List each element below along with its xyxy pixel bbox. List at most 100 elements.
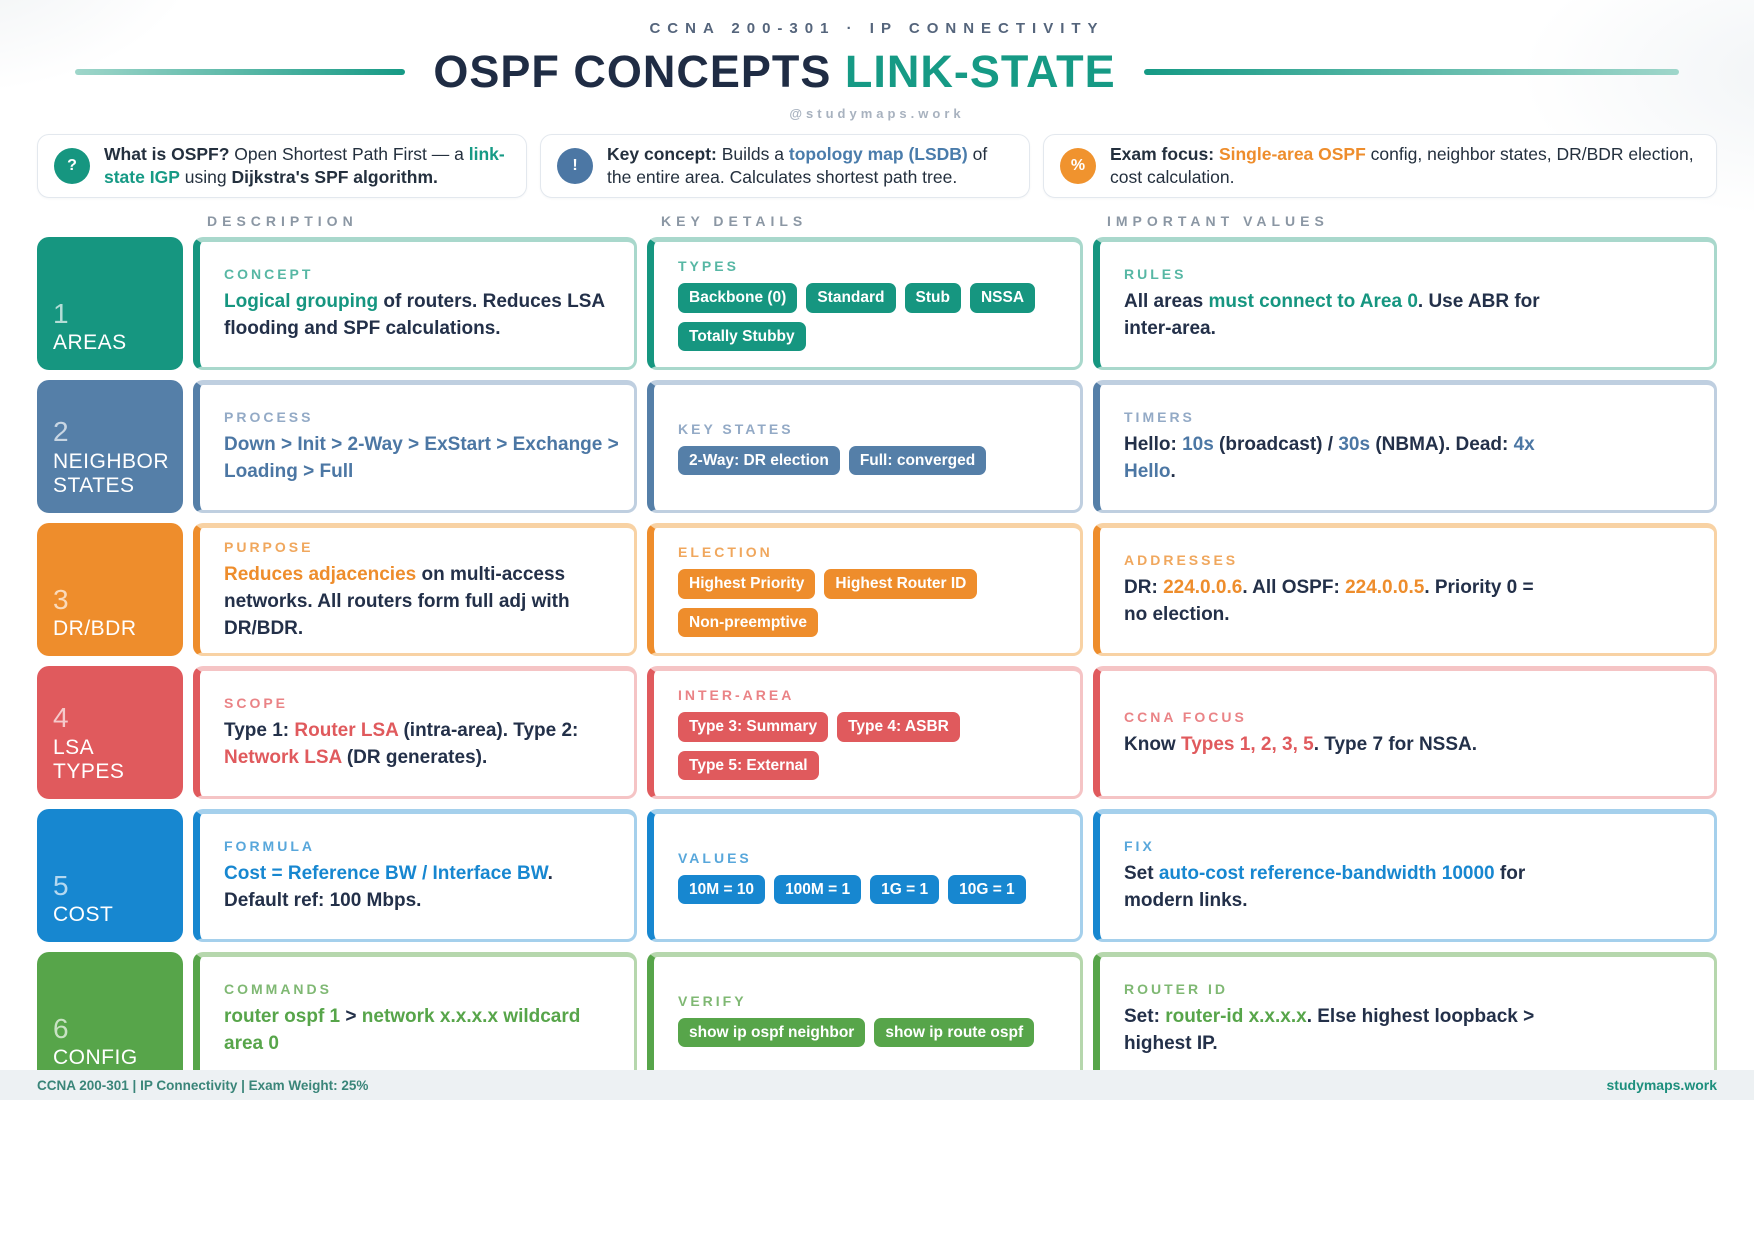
cell-label: PURPOSE [224, 538, 314, 555]
info-box-key-concept: ! Key concept: Builds a topology map (LS… [540, 134, 1030, 199]
badge: NSSA [969, 283, 1036, 313]
badge-list: show ip ospf neighbor show ip route ospf [678, 1017, 1066, 1047]
cell-description: SCOPE Type 1: Router LSA (intra-area). T… [193, 666, 637, 800]
cell-text: Know Types 1, 2, 3, 5. Type 7 for NSSA. [1124, 733, 1478, 755]
cell-label: CONCEPT [224, 266, 314, 283]
cell-description: PURPOSE Reduces adjacencies on multi-acc… [193, 523, 637, 657]
cell-text: Cost = Reference BW / Interface BW. Defa… [224, 863, 553, 912]
cell-text: Reduces adjacencies on multi-access netw… [224, 563, 570, 639]
title-dark: OSPF CONCEPTS [433, 46, 832, 97]
badge: Non-preemptive [678, 607, 818, 638]
cell-label: TIMERS [1124, 409, 1195, 426]
row-number: 2 [53, 415, 69, 447]
title-accent: LINK-STATE [844, 46, 1116, 97]
question-icon: ? [54, 148, 90, 185]
cell-label: FIX [1124, 838, 1155, 855]
cell-label: ROUTER ID [1124, 981, 1228, 998]
badge: show ip ospf neighbor [678, 1017, 866, 1047]
info-box-what-is-ospf: ? What is OSPF? Open Shortest Path First… [37, 134, 527, 199]
cell-important-values: ROUTER ID Set: router-id x.x.x.x. Else h… [1093, 952, 1717, 1086]
badge: Type 3: Summary [678, 712, 829, 742]
cell-key-details: TYPES Backbone (0) Standard Stub NSSA Totall… [647, 237, 1083, 371]
badge: 10M = 10 [678, 874, 766, 904]
row-sidebar: 2 NEIGHBOR STATES [37, 380, 183, 514]
exclamation-icon: ! [557, 148, 593, 185]
cell-key-details: VERIFY show ip ospf neighbor show ip rout… [647, 952, 1083, 1086]
cell-label: RULES [1124, 266, 1187, 283]
row-sidebar: 6 CONFIG [37, 952, 183, 1086]
row-number: 3 [53, 583, 69, 615]
info-text: Key concept: Builds a topology map (LSDB… [607, 144, 988, 188]
cell-important-values: TIMERS Hello: 10s (broadcast) / 30s (NBM… [1093, 380, 1717, 514]
badge: Type 4: ASBR [837, 712, 960, 742]
info-text: Exam focus: Single-area OSPF config, nei… [1110, 144, 1694, 188]
row-number: 6 [53, 1012, 69, 1044]
row-sidebar: 3 DR/BDR [37, 523, 183, 657]
badge-list: 10M = 10 100M = 1 1G = 1 10G = 1 [678, 874, 1066, 904]
badge-list: Type 3: Summary Type 4: ASBR Type 5: Exter… [678, 712, 1066, 781]
cell-label: CCNA FOCUS [1124, 708, 1247, 725]
info-text: What is OSPF? Open Shortest Path First —… [104, 144, 505, 188]
badge: Full: converged [848, 445, 987, 475]
cell-description: CONCEPT Logical grouping of routers. Red… [193, 237, 637, 371]
cell-text: All areas must connect to Area 0. Use AB… [1124, 291, 1540, 340]
cell-text: router ospf 1 > network x.x.x.x wildcard… [224, 1006, 581, 1055]
badge-list: Backbone (0) Standard Stub NSSA Totally Stub… [678, 283, 1066, 352]
cell-label: SCOPE [224, 695, 289, 712]
cell-text: Set: router-id x.x.x.x. Else highest loo… [1124, 1006, 1535, 1055]
cell-label: PROCESS [224, 409, 314, 426]
column-header-key-details: KEY DETAILS [661, 213, 808, 230]
badge: Backbone (0) [678, 283, 798, 313]
row-name: NEIGHBOR STATES [53, 449, 170, 498]
row-name: DR/BDR [53, 617, 137, 641]
cell-label: ELECTION [678, 544, 773, 561]
badge: show ip route ospf [874, 1017, 1035, 1047]
row-sidebar: 4 LSA TYPES [37, 666, 183, 800]
badge: Standard [806, 283, 896, 313]
cell-text: Hello: 10s (broadcast) / 30s (NBMA). Dea… [1124, 434, 1535, 483]
cell-important-values: CCNA FOCUS Know Types 1, 2, 3, 5. Type 7… [1093, 666, 1717, 800]
badge: 100M = 1 [774, 874, 862, 904]
footer-meta: CCNA 200-301 | IP Connectivity | Exam We… [37, 1077, 369, 1093]
column-headers: DESCRIPTION KEY DETAILS IMPORTANT VALUES [37, 213, 1717, 229]
cell-important-values: RULES All areas must connect to Area 0. … [1093, 237, 1717, 371]
column-header-description: DESCRIPTION [207, 213, 358, 230]
cell-label: VERIFY [678, 992, 747, 1009]
cell-text: Logical grouping of routers. Reduces LSA… [224, 291, 605, 340]
cell-text: Down > Init > 2-Way > ExStart > Exchange… [224, 434, 619, 483]
social-handle: @studymaps.work [789, 106, 965, 121]
row-name: COST [53, 903, 114, 927]
info-box-exam-focus: % Exam focus: Single-area OSPF config, n… [1043, 134, 1717, 199]
row-number: 4 [53, 701, 69, 733]
cell-text: Type 1: Router LSA (intra-area). Type 2:… [224, 720, 579, 769]
cell-text: DR: 224.0.0.6. All OSPF: 224.0.0.5. Prio… [1124, 577, 1534, 626]
cell-label: TYPES [678, 258, 739, 275]
footer-brand: studymaps.work [1606, 1077, 1717, 1093]
cell-label: COMMANDS [224, 981, 332, 998]
badge: 10G = 1 [948, 874, 1026, 904]
cell-label: FORMULA [224, 838, 315, 855]
row-number: 5 [53, 869, 69, 901]
badge: 1G = 1 [870, 874, 940, 904]
page-title: OSPF CONCEPTS LINK-STATE [433, 46, 1115, 98]
info-row: ? What is OSPF? Open Shortest Path First… [37, 134, 1717, 199]
badge: Type 5: External [678, 750, 819, 781]
cell-description: FORMULA Cost = Reference BW / Interface … [193, 809, 637, 943]
row-number: 1 [53, 297, 69, 329]
badge: Stub [904, 283, 961, 313]
row-sidebar: 5 COST [37, 809, 183, 943]
cell-text: Set auto-cost reference-bandwidth 10000 … [1124, 863, 1526, 912]
percent-icon: % [1060, 148, 1096, 185]
cell-description: COMMANDS router ospf 1 > network x.x.x.x… [193, 952, 637, 1086]
concept-grid: 1 AREAS CONCEPT Logical grouping of rout… [37, 237, 1717, 1086]
badge: Totally Stubby [678, 321, 806, 352]
kicker: CCNA 200-301 · IP CONNECTIVITY [649, 20, 1105, 37]
title-divider-left [75, 69, 406, 75]
cell-label: ADDRESSES [1124, 552, 1239, 569]
cell-label: INTER-AREA [678, 687, 795, 704]
